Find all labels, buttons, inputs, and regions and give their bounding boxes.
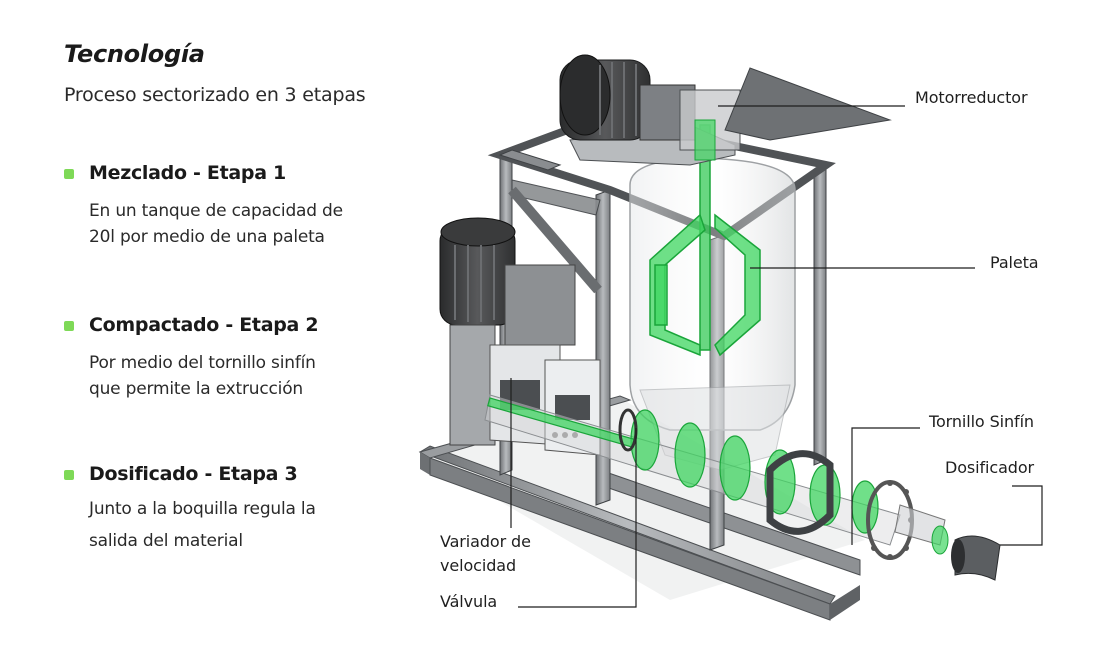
callout-variador-line: Variador de: [440, 532, 531, 551]
callout-dosificador: Dosificador: [945, 458, 1034, 477]
section-subtitle: Proceso sectorizado en 3 etapas: [64, 84, 366, 106]
stage-description-line: que permite la extrucción: [89, 379, 303, 399]
section-title: Tecnología: [64, 40, 205, 68]
stage-description: Junto a la boquilla regula la salida del…: [89, 493, 389, 557]
stage-title: Dosificado - Etapa 3: [89, 463, 298, 485]
stage-description-line: 20l por medio de una paleta: [89, 227, 325, 247]
callout-lines: [510, 105, 1043, 608]
tornillo-sinfin: [484, 394, 949, 560]
stage-description-line: Por medio del tornillo sinfín: [89, 353, 316, 373]
bullet-icon: [64, 169, 74, 179]
stage-description-line: En un tanque de capacidad de: [89, 201, 343, 221]
callout-valvula: Válvula: [440, 592, 498, 611]
stage-title: Compactado - Etapa 2: [89, 314, 319, 336]
stage-description: Por medio del tornillo sinfín que permit…: [89, 350, 389, 402]
stage-description: En un tanque de capacidad de 20l por med…: [89, 198, 389, 250]
paddle: [649, 124, 761, 357]
bullet-icon: [64, 470, 74, 480]
stage-description-line: salida del material: [89, 531, 243, 551]
callout-variador-line: velocidad: [440, 556, 517, 575]
motorreductor: [559, 54, 892, 166]
stage-description-line: Junto a la boquilla regula la: [89, 499, 316, 519]
bullet-icon: [64, 321, 74, 331]
callout-variador: Variador de velocidad: [440, 530, 531, 578]
dosificador: [951, 535, 1001, 581]
callout-motorreductor: Motorreductor: [915, 88, 1028, 107]
callout-tornillo-sinfin: Tornillo Sinfín: [929, 412, 1034, 431]
stage-title: Mezclado - Etapa 1: [89, 162, 286, 184]
callout-paleta: Paleta: [990, 253, 1039, 272]
